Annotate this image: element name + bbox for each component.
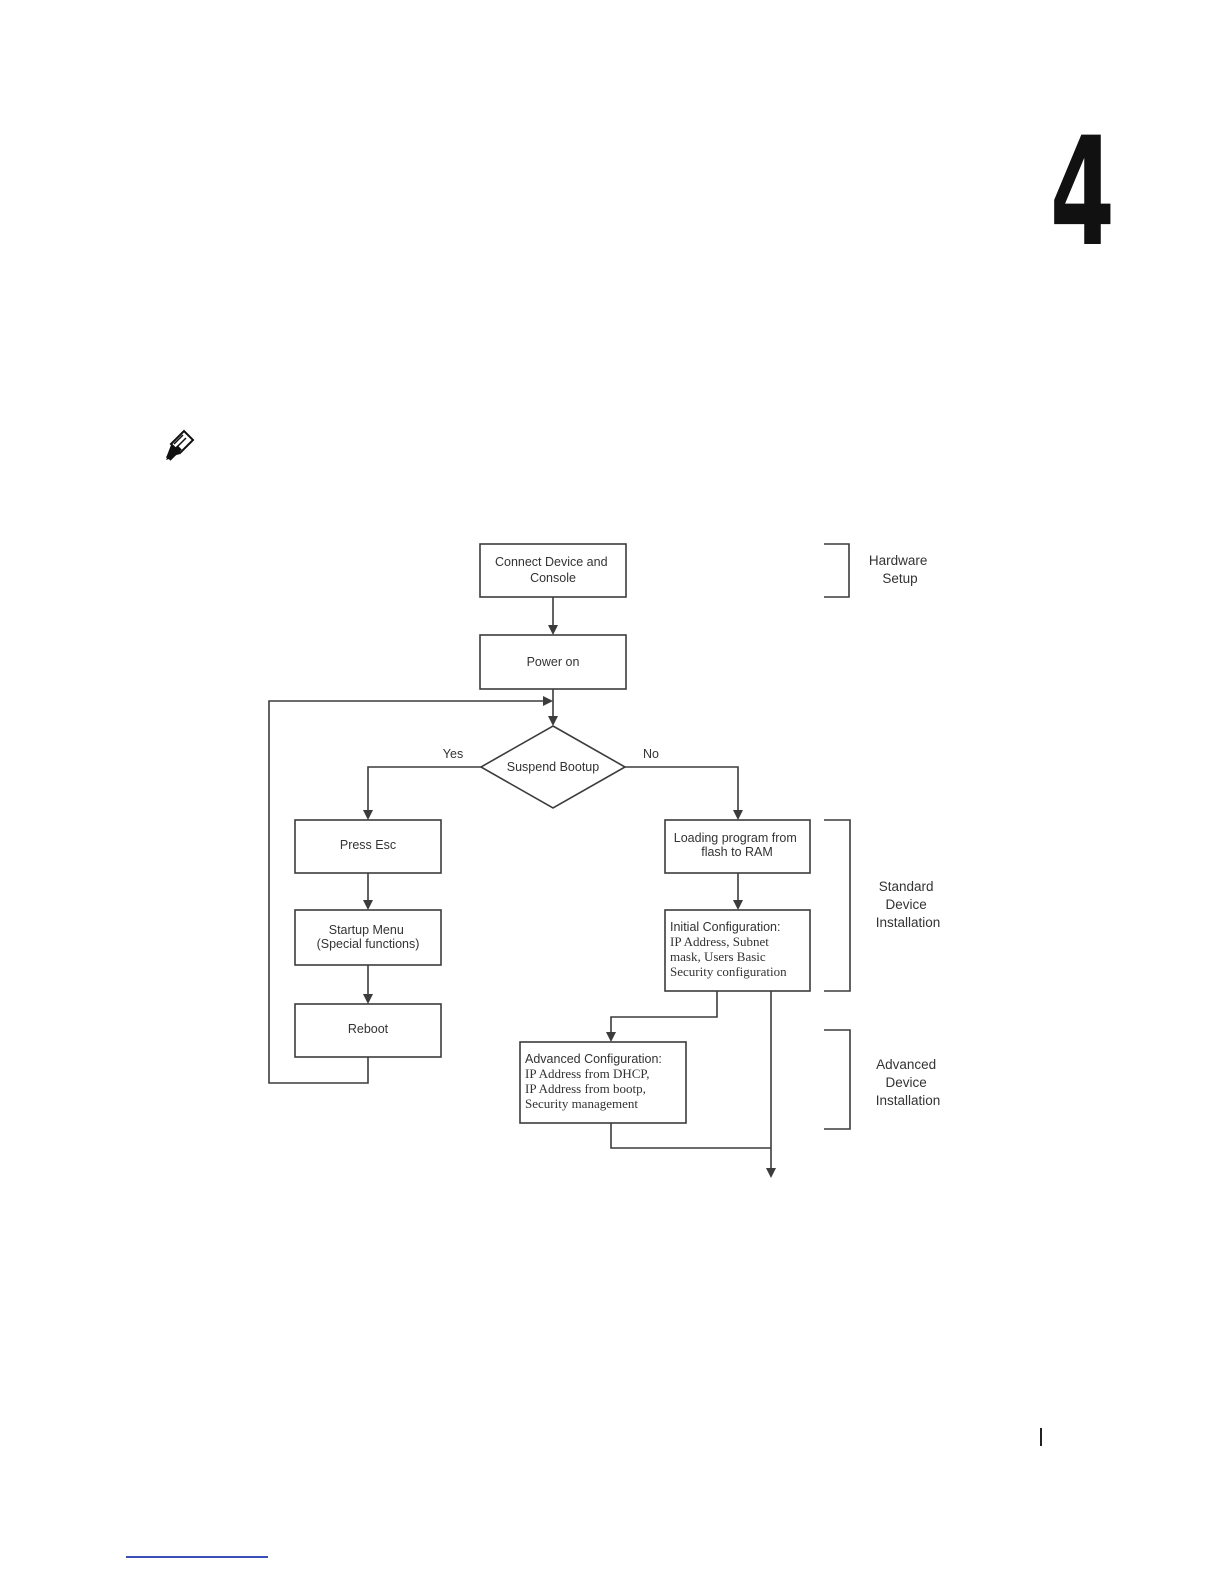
bracket-advanced-installation — [824, 1029, 851, 1130]
group-label-advanced-installation: Advanced Device Installation — [876, 1057, 941, 1108]
node-suspend-bootup-label: Suspend Bootup — [507, 760, 599, 774]
group-label-hardware-setup: Hardware Setup — [869, 553, 931, 586]
group-label-standard-installation: Standard Device Installation — [876, 879, 941, 930]
pencil-note-icon — [166, 429, 195, 461]
node-suspend-bootup — [479, 725, 627, 809]
node-loading-program-label: Loading program from flash to RAM — [674, 831, 800, 859]
node-connect-device-label: Connect Device and Console — [495, 555, 611, 585]
node-power-on — [479, 634, 627, 690]
edge-advanced-to-end — [610, 1123, 771, 1149]
node-connect-device — [479, 543, 627, 598]
edge-reboot-loop — [268, 696, 553, 1084]
node-startup-menu — [294, 909, 442, 966]
edge-no-to-loading — [625, 766, 743, 820]
node-reboot-label: Reboot — [348, 1022, 389, 1036]
node-press-esc-label: Press Esc — [340, 838, 396, 852]
node-press-esc — [294, 819, 442, 874]
node-power-on-label: Power on — [527, 655, 580, 669]
edge-yes-to-press-esc — [363, 766, 481, 820]
bracket-hardware-setup — [824, 543, 850, 598]
edge-label-no: No — [643, 747, 659, 761]
node-reboot — [294, 1003, 442, 1058]
node-startup-menu-label: Startup Menu (Special functions) — [317, 923, 420, 951]
page-number-rule — [1040, 1428, 1042, 1446]
footer-link-underline[interactable] — [126, 1556, 268, 1558]
node-advanced-configuration-label: Advanced Configuration: IP Address from … — [525, 1050, 666, 1111]
edge-label-yes: Yes — [443, 747, 463, 761]
edge-initial-to-advanced — [606, 991, 718, 1042]
node-initial-configuration-label: Initial Configuration: IP Address, Subne… — [670, 918, 787, 979]
node-initial-configuration — [664, 909, 811, 992]
node-advanced-configuration — [519, 1041, 687, 1124]
bracket-standard-installation — [824, 819, 851, 992]
node-loading-program — [664, 819, 811, 874]
